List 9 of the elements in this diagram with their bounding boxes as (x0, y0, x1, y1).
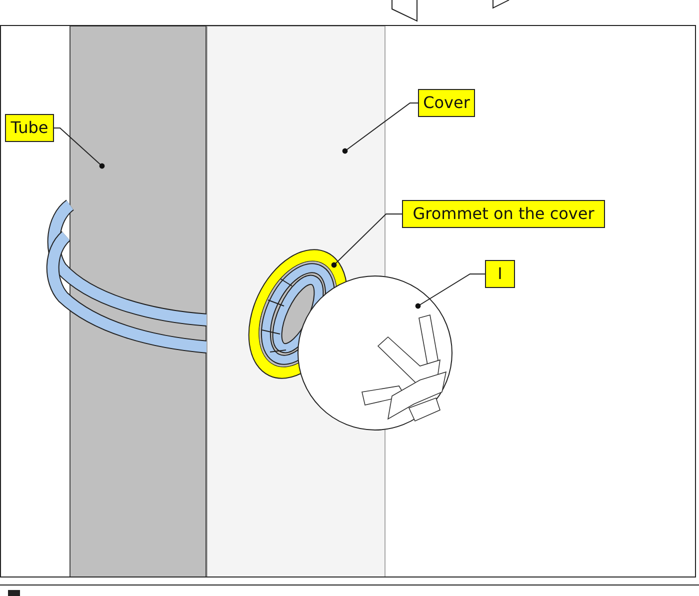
leader-line (54, 128, 105, 169)
tube (70, 26, 206, 578)
callout-label: Grommet on the cover (402, 200, 605, 228)
leader-line (331, 214, 402, 268)
callout-label: Tube (5, 114, 54, 142)
callout-label: I (485, 260, 515, 288)
sphere-drawing (298, 276, 452, 430)
callout-label: Cover (418, 89, 475, 117)
leader-line (415, 274, 486, 309)
